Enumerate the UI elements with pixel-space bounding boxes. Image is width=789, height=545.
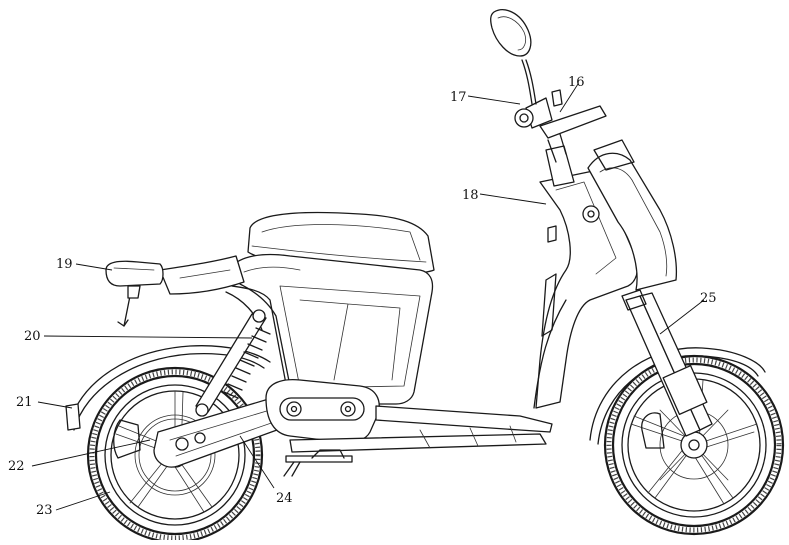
label-21: 21: [16, 395, 33, 410]
label-18: 18: [462, 188, 479, 203]
mirror: [490, 9, 537, 105]
main-body: [229, 253, 434, 405]
tail-light: [105, 260, 164, 327]
rear-shock: [195, 309, 271, 417]
rear-frame: [159, 255, 291, 387]
label-24: 24: [276, 491, 293, 506]
reference-numerals: 16 17 18 19 20 21 22 23 24 25: [8, 75, 717, 518]
rear-fender: [65, 345, 271, 431]
label-20: 20: [24, 329, 41, 344]
leader-lines: [31, 83, 705, 511]
label-19: 19: [56, 257, 73, 272]
label-16: 16: [568, 75, 585, 90]
floorboard: [289, 299, 567, 453]
motor-case: [265, 378, 380, 444]
front-fork: [621, 289, 713, 437]
handlebar: [514, 89, 607, 163]
label-25: 25: [700, 291, 717, 306]
kickstand: [283, 449, 353, 477]
label-23: 23: [36, 503, 53, 518]
front-body: [535, 139, 678, 409]
label-22: 22: [8, 459, 25, 474]
label-17: 17: [450, 90, 467, 105]
front-fender: [589, 347, 766, 445]
